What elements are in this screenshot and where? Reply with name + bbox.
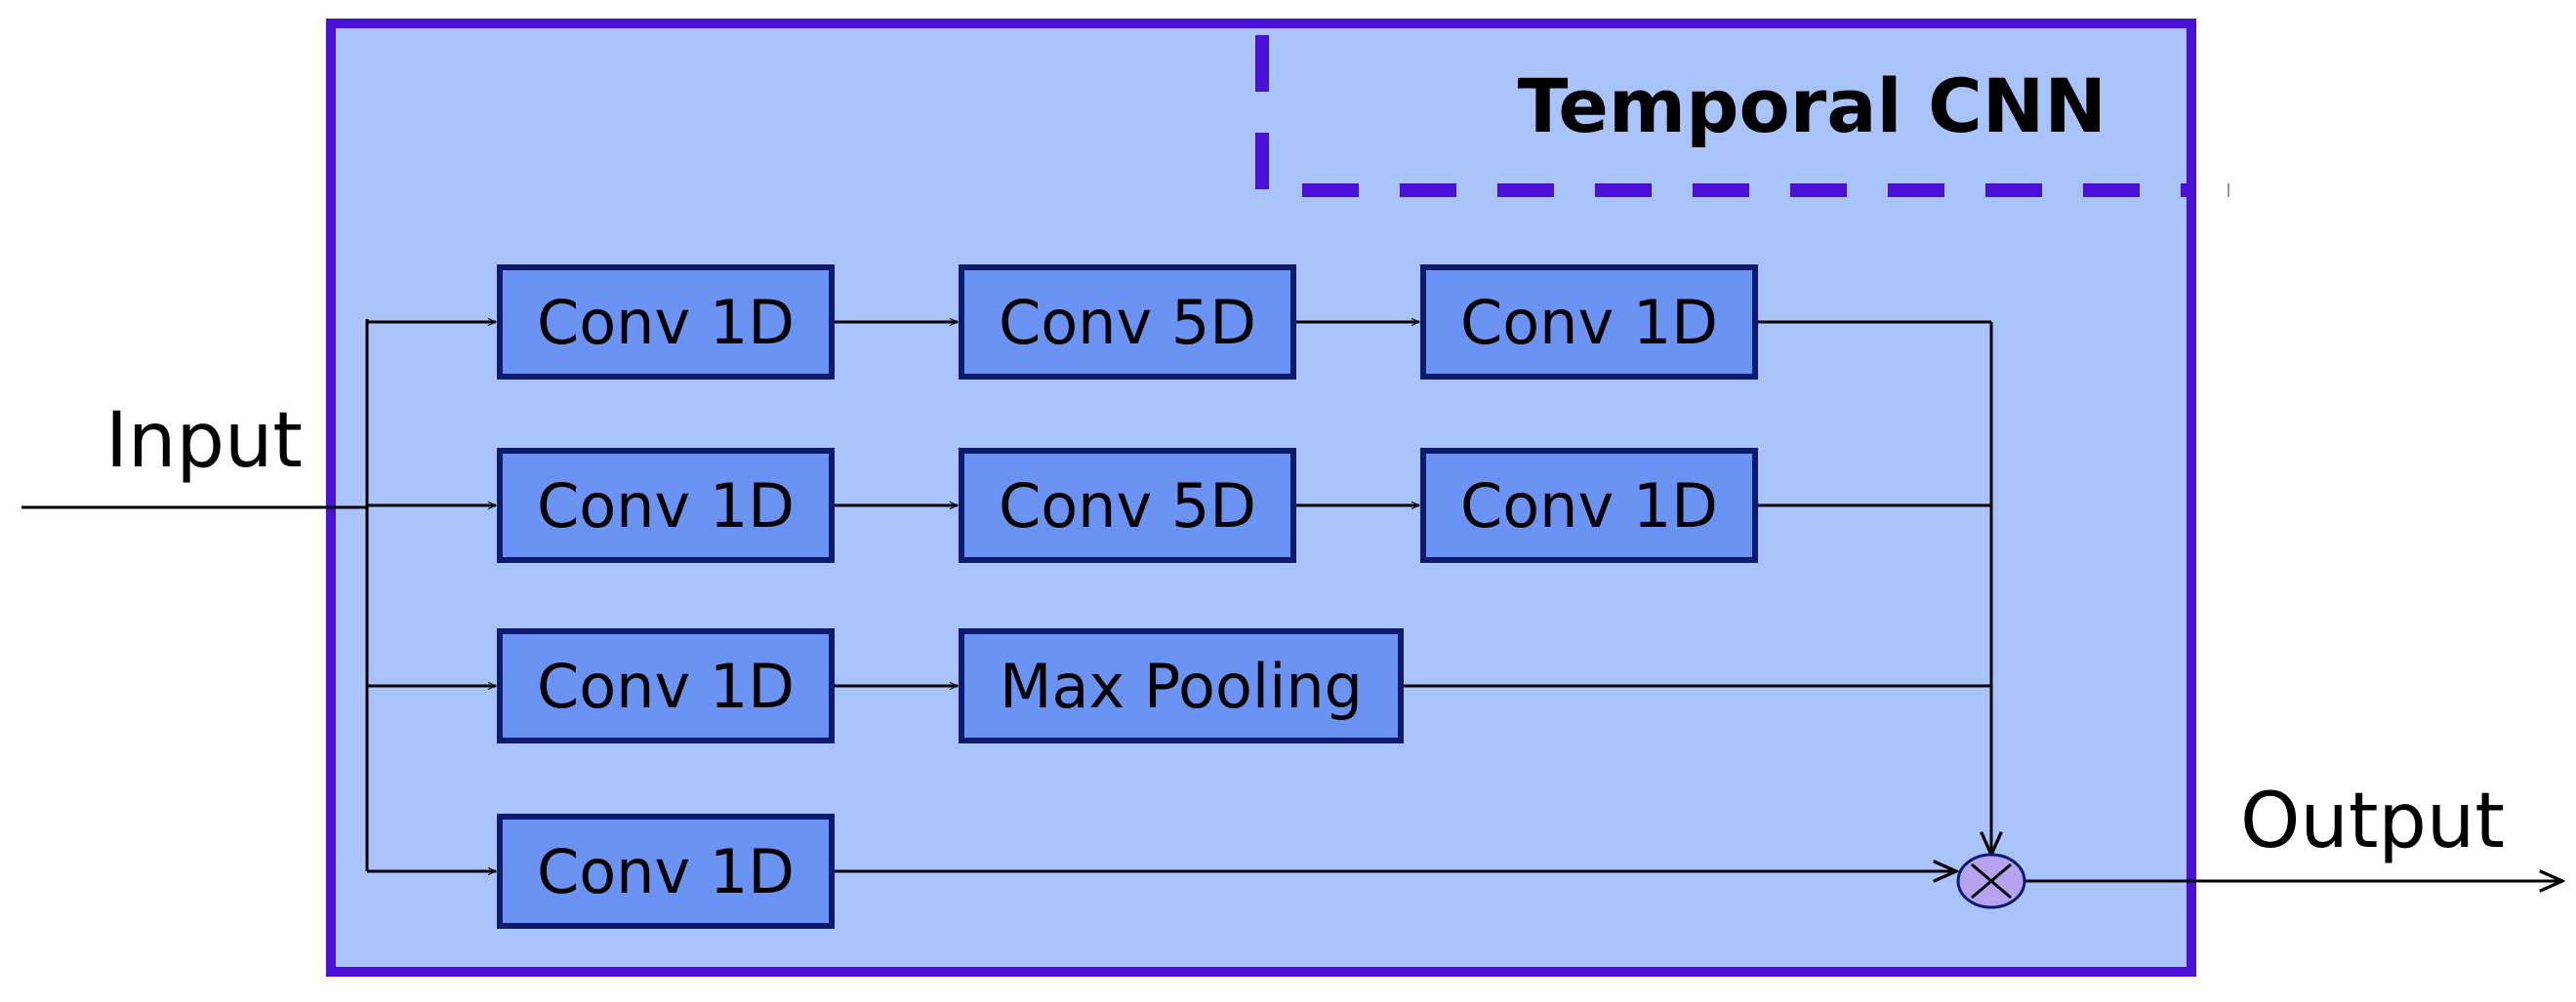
branch-3-max-pooling-block: Max Pooling	[959, 628, 1404, 743]
branch-2-conv-1d-block: Conv 1D	[497, 448, 835, 563]
block-box	[497, 448, 835, 563]
connection-wires	[367, 322, 1991, 871]
branch-2-conv-1d-block: Conv 1D	[1420, 448, 1758, 563]
block-label: Conv 1D	[537, 470, 795, 541]
branch-1-conv-1d-block: Conv 1D	[1420, 264, 1758, 380]
block-label: Conv 5D	[999, 287, 1256, 358]
branch-4-conv-1d-block: Conv 1D	[497, 814, 835, 929]
block-label: Conv 1D	[537, 287, 795, 358]
combine-node-cross	[1971, 862, 2012, 900]
combine-node	[1956, 853, 2026, 909]
block-box	[497, 628, 835, 743]
block-box	[959, 628, 1404, 743]
block-label: Conv 1D	[1460, 470, 1718, 541]
branch-blocks: Conv 1D Conv 5D Conv 1D Conv 1D Conv 5D Conv …	[497, 264, 1758, 929]
output-label: Output	[2240, 778, 2505, 865]
block-label: Conv 1D	[537, 651, 795, 722]
title-dashed-border	[1255, 35, 2191, 197]
branch-2-conv-5d-block: Conv 5D	[959, 448, 1296, 563]
block-box	[497, 264, 835, 380]
diagram-title: Temporal CNN	[1518, 62, 2106, 149]
block-box	[1420, 448, 1758, 563]
branch-3-conv-1d-block: Conv 1D	[497, 628, 835, 743]
block-box	[959, 448, 1296, 563]
branch-1-conv-1d-block: Conv 1D	[497, 264, 835, 380]
block-label: Conv 1D	[1460, 287, 1718, 358]
input-label: Input	[105, 397, 303, 485]
block-label: Conv 1D	[537, 836, 795, 907]
block-label: Conv 5D	[999, 470, 1256, 541]
block-label: Max Pooling	[1000, 651, 1363, 722]
block-box	[497, 814, 835, 929]
branch-1-conv-5d-block: Conv 5D	[959, 264, 1296, 380]
block-box	[959, 264, 1296, 380]
block-box	[1420, 264, 1758, 380]
